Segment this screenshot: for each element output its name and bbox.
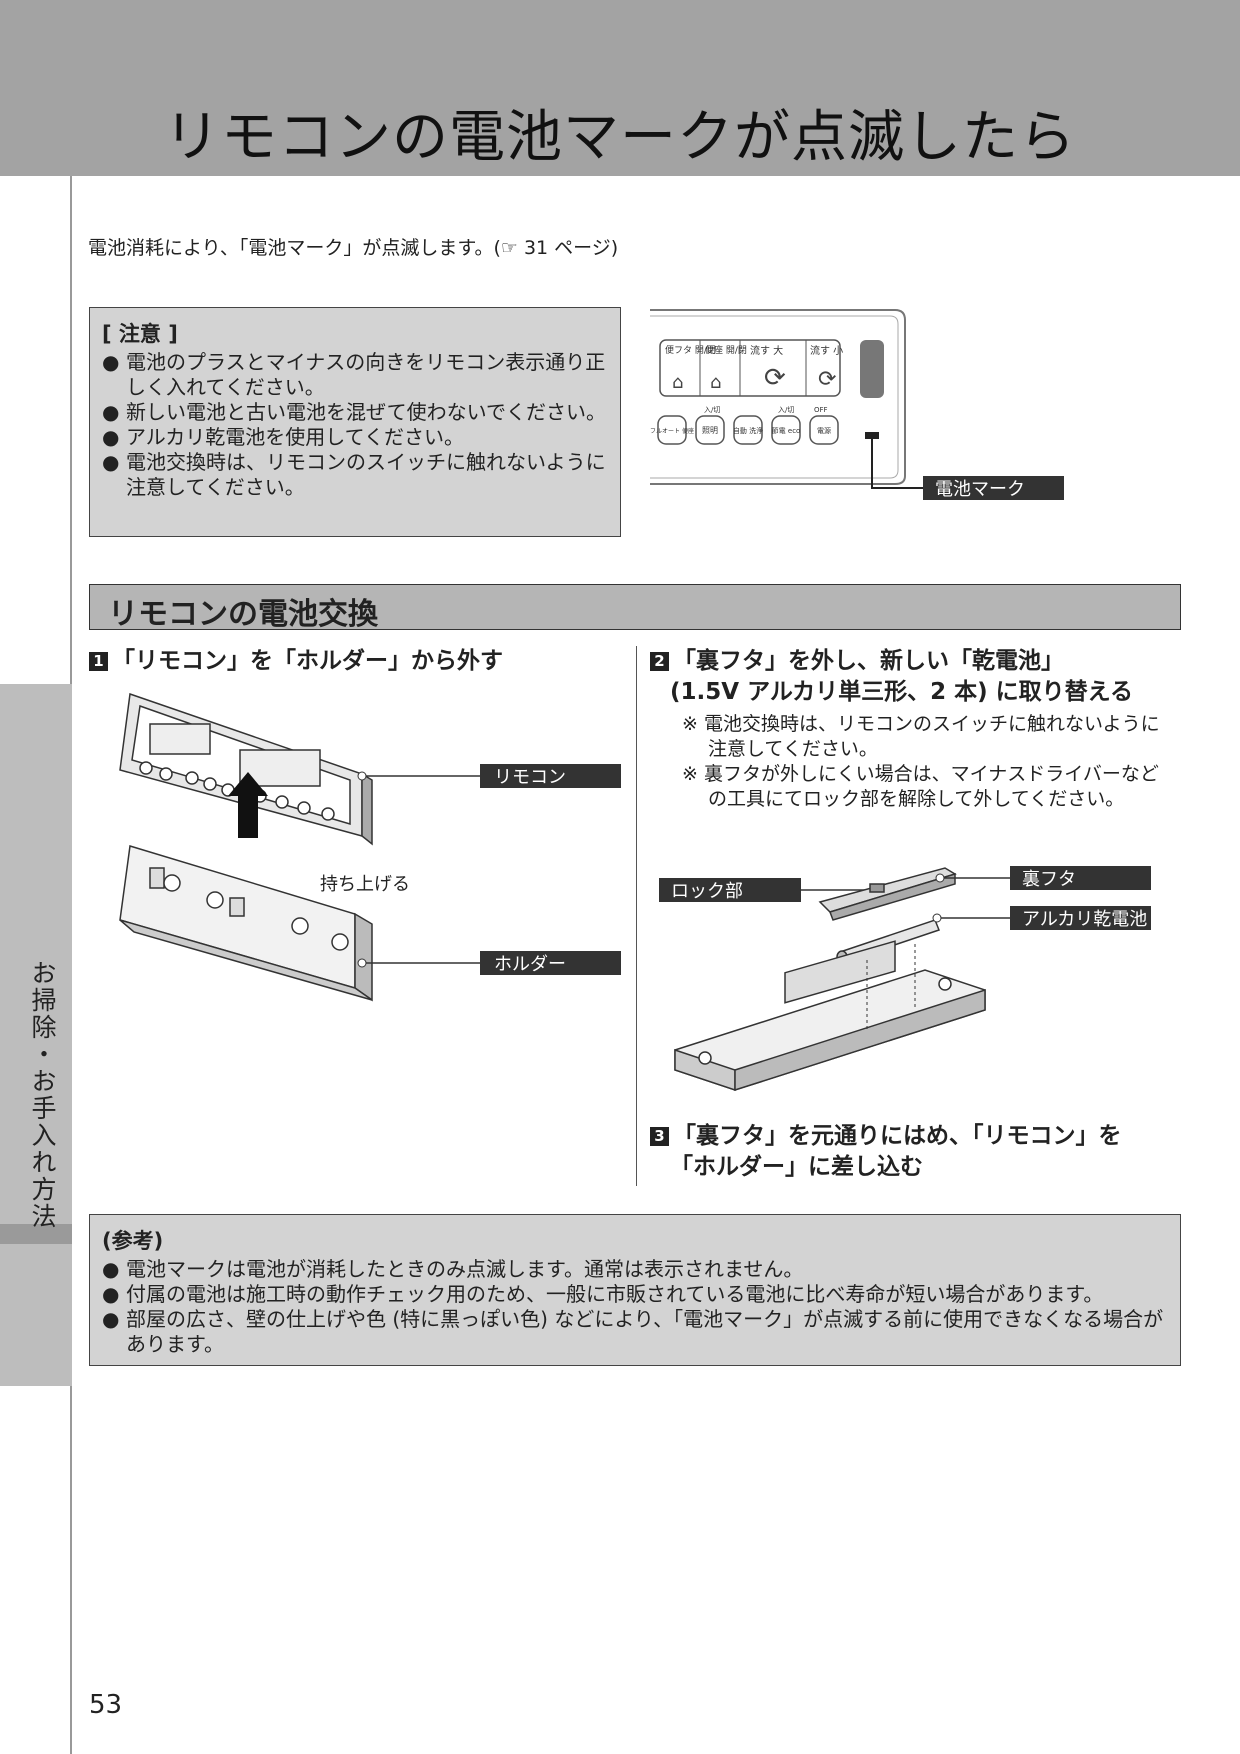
remote-button-label: 流す 小: [810, 344, 843, 357]
remote-holder-illustration: リモコン ホルダー 持ち上げる: [119, 692, 621, 1002]
round-button-label: 節電 eco: [772, 426, 801, 435]
round-button-label: 照明: [702, 426, 718, 435]
flush-small-icon: ⟳: [818, 367, 836, 392]
step2-line1: 「裏フタ」を外し、新しい「乾電池」: [673, 648, 1064, 674]
lift-arrow-icon: [228, 772, 268, 838]
remote-small-label: 入/切: [778, 406, 794, 414]
remote-button-label: 流す 大: [750, 344, 783, 357]
round-button-label: 自動 洗浄: [733, 426, 763, 435]
caution-heading: [ 注意 ]: [102, 322, 178, 346]
side-tab-label: お掃除・お手入れ方法: [28, 960, 57, 1230]
step2-note: ※ 裏フタが外しにくい場合は、マイナスドライバーなどの工具にてロック部を解除して…: [682, 763, 1159, 810]
step1-number: 1: [89, 652, 108, 671]
reference-item: 部屋の広さ、壁の仕上げや色 (特に黒っぽい色) などにより、「電池マーク」が点滅…: [102, 1307, 1170, 1357]
step2-heading: 2「裏フタ」を外し、新しい「乾電池」 (1.5V アルカリ単三形、2 本) に取…: [650, 646, 1190, 708]
remote-panel-illustration: 便フタ 開/閉 便座 開/閉 流す 大 流す 小 ⟳ ⟳ ⌂ ⌂ 入/切 入/切…: [650, 309, 1064, 500]
side-tab: [0, 684, 72, 1386]
remote-button-label: 便座 開/閉: [705, 344, 747, 356]
reference-list: 電池マークは電池が消耗したときのみ点滅します。通常は表示されません。 付属の電池…: [90, 1257, 1180, 1357]
remote-small-label: 入/切: [704, 406, 720, 414]
battery-mark-label: 電池マーク: [935, 479, 1025, 500]
reference-box: (参考) 電池マークは電池が消耗したときのみ点滅します。通常は表示されません。 …: [89, 1214, 1181, 1366]
column-separator: [636, 646, 637, 1186]
step2-line2: (1.5V アルカリ単三形、2 本) に取り替える: [670, 679, 1133, 705]
step3-line2: 「ホルダー」に差し込む: [670, 1154, 923, 1180]
flush-large-icon: ⟳: [764, 363, 786, 393]
label-lock: ロック部: [671, 881, 743, 902]
step2-note: ※ 電池交換時は、リモコンのスイッチに触れないように注意してください。: [682, 713, 1160, 760]
caution-list: 電池のプラスとマイナスの向きをリモコン表示通り正しく入れてください。 新しい電池…: [90, 350, 620, 500]
step3-number: 3: [650, 1127, 669, 1146]
lid-icon: ⌂: [672, 372, 683, 393]
lift-text: 持ち上げる: [320, 874, 410, 895]
step3-line1: 「裏フタ」を元通りにはめ、「リモコン」を: [673, 1123, 1122, 1149]
caution-box: [ 注意 ] 電池のプラスとマイナスの向きをリモコン表示通り正しく入れてください…: [89, 307, 621, 537]
section-title: リモコンの電池交換: [89, 584, 1181, 632]
page-header: [0, 0, 1240, 176]
remote-button-label: 便フタ 開/閉: [665, 344, 716, 356]
page-title: リモコンの電池マークが点滅したら: [164, 105, 1076, 170]
page-number: 53: [89, 1690, 123, 1720]
step1-text: 「リモコン」を「ホルダー」から外す: [112, 648, 503, 674]
caution-item: アルカリ乾電池を使用してください。: [102, 425, 610, 450]
caution-item: 電池交換時は、リモコンのスイッチに触れないように注意してください。: [102, 450, 610, 500]
step3-heading: 3「裏フタ」を元通りにはめ、「リモコン」を 「ホルダー」に差し込む: [650, 1121, 1190, 1183]
label-remote: リモコン: [494, 767, 566, 788]
step2-notes: ※ 電池交換時は、リモコンのスイッチに触れないように注意してください。 ※ 裏フ…: [682, 712, 1172, 812]
remote-small-label: OFF: [814, 406, 828, 414]
caution-item: 新しい電池と古い電池を混ぜて使わないでください。: [102, 400, 610, 425]
side-tab-bar: [0, 1224, 72, 1244]
caution-item: 電池のプラスとマイナスの向きをリモコン表示通り正しく入れてください。: [102, 350, 610, 400]
step1-heading: 1「リモコン」を「ホルダー」から外す: [89, 646, 503, 677]
label-cover: 裏フタ: [1022, 869, 1076, 890]
seat-icon: ⌂: [710, 372, 721, 393]
intro-text: 電池消耗により、「電池マーク」が点滅します。(☞ 31 ページ): [88, 237, 619, 259]
round-button-label: 電源: [817, 426, 831, 435]
round-button-label: フルオート 便座: [650, 427, 694, 435]
reference-item: 付属の電池は施工時の動作チェック用のため、一般に市販されている電池に比べ寿命が短…: [102, 1282, 1170, 1307]
battery-mark-icon: [865, 432, 879, 439]
label-holder: ホルダー: [494, 954, 566, 975]
reference-item: 電池マークは電池が消耗したときのみ点滅します。通常は表示されません。: [102, 1257, 1170, 1282]
reference-heading: (参考): [102, 1229, 164, 1253]
label-battery: アルカリ乾電池: [1022, 909, 1147, 930]
battery-replacement-illustration: ロック部 裏フタ アルカリ乾電池: [659, 866, 1151, 1092]
step2-number: 2: [650, 652, 669, 671]
